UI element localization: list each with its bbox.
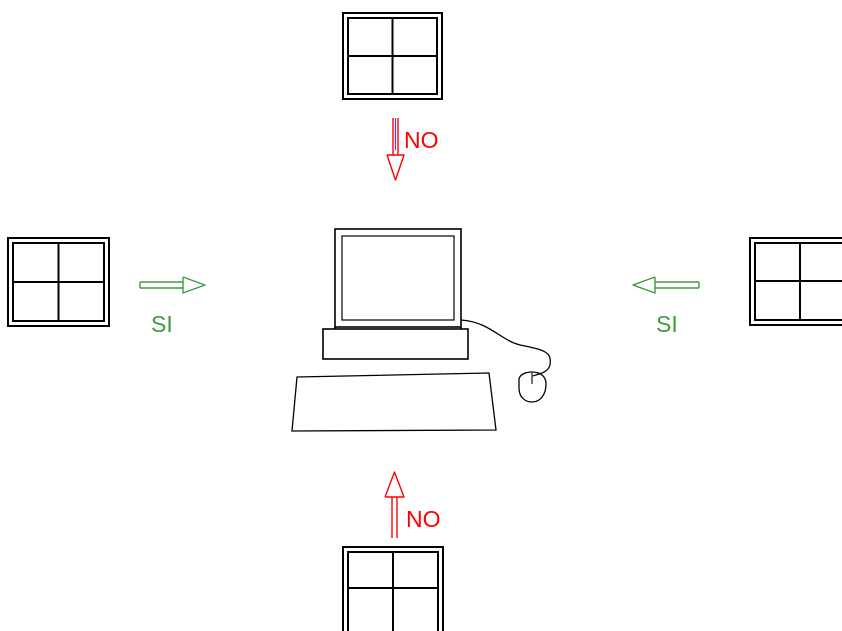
arrow-label-no-top: NO	[404, 127, 439, 153]
arrow-right-icon	[140, 277, 205, 293]
base-unit	[323, 329, 468, 359]
mouse-cable	[461, 320, 550, 376]
arrow-label-no-bottom: NO	[406, 506, 441, 532]
window-icon-right	[750, 238, 842, 325]
arrow-down-icon	[387, 118, 404, 180]
monitor-icon	[335, 229, 461, 327]
window-icon-top	[343, 13, 442, 99]
arrow-label-si-right: SI	[656, 311, 678, 337]
arrow-up-icon	[385, 472, 404, 538]
window-icon-bottom	[343, 547, 443, 631]
arrow-label-si-left: SI	[151, 311, 173, 337]
keyboard-icon	[292, 373, 496, 431]
arrow-left-icon	[633, 277, 699, 293]
window-icon-left	[8, 238, 109, 326]
computer-icon	[292, 229, 550, 431]
